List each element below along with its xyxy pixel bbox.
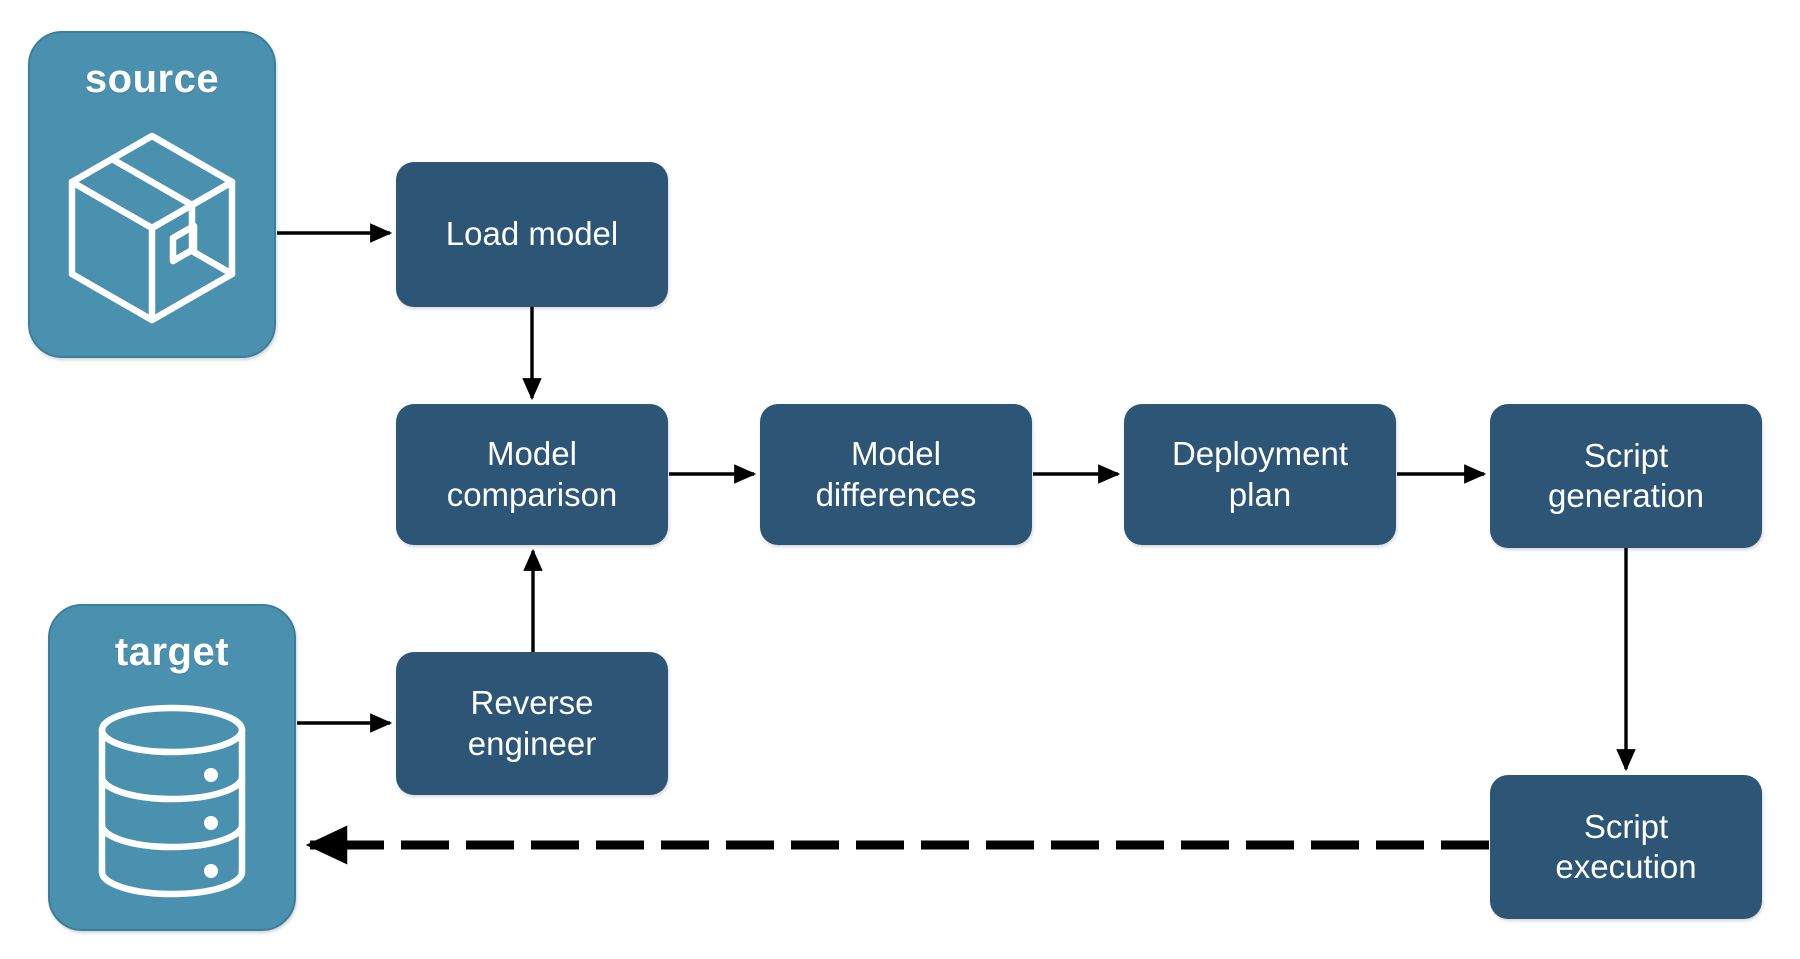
process-script-generation-label: Script generation <box>1548 436 1704 514</box>
process-script-execution-label: Script execution <box>1555 807 1697 885</box>
process-model-comparison[interactable]: Model comparison <box>396 404 668 545</box>
process-reverse-engineer[interactable]: Reverse engineer <box>396 652 668 795</box>
database-cylinder-icon <box>50 672 294 929</box>
process-script-execution[interactable]: Script execution <box>1490 775 1762 919</box>
endpoint-source-label: source <box>84 57 220 101</box>
endpoint-source[interactable]: source <box>28 31 276 358</box>
process-script-generation[interactable]: Script generation <box>1490 404 1762 548</box>
process-reverse-engineer-label: Reverse engineer <box>467 684 597 762</box>
process-model-differences[interactable]: Model differences <box>760 404 1032 545</box>
process-deployment-plan-label: Deployment plan <box>1171 435 1349 513</box>
process-load-model[interactable]: Load model <box>396 162 668 307</box>
process-model-differences-label: Model differences <box>815 435 977 513</box>
endpoint-target[interactable]: target <box>48 604 296 931</box>
process-load-model-label: Load model <box>445 215 619 253</box>
endpoint-target-label: target <box>114 630 230 674</box>
process-model-comparison-label: Model comparison <box>446 435 618 513</box>
package-box-icon <box>30 99 274 356</box>
process-deployment-plan[interactable]: Deployment plan <box>1124 404 1396 545</box>
